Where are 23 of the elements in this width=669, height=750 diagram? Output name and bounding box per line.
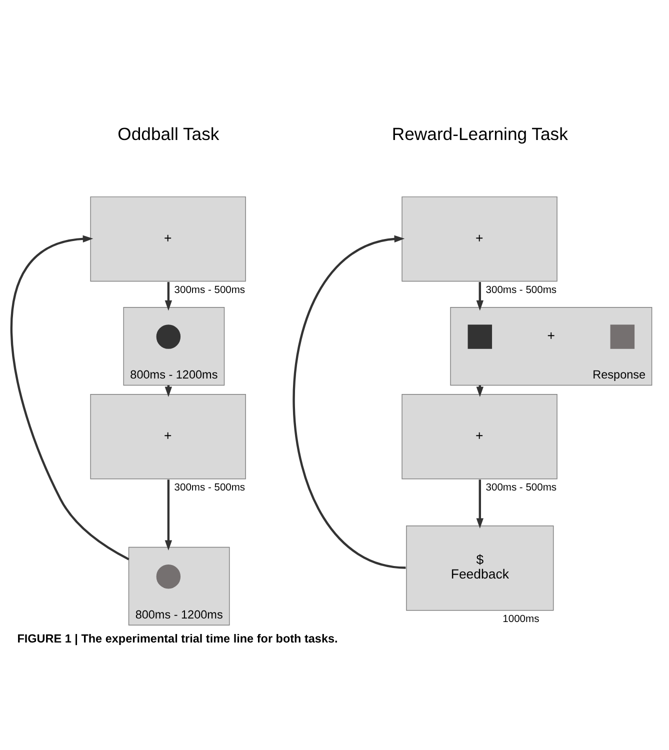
label: Reward-Learning Task bbox=[392, 124, 568, 144]
arrow bbox=[10, 234, 130, 560]
node-label: 300ms - 500ms bbox=[174, 482, 246, 493]
node-label: 1000ms bbox=[502, 613, 540, 624]
cluster bbox=[123, 306, 225, 386]
node-label: 300ms - 500ms bbox=[174, 284, 246, 296]
node-label: 300ms - 500ms bbox=[486, 284, 557, 296]
arrow bbox=[476, 479, 484, 528]
arrow bbox=[292, 234, 406, 568]
node-label: 800ms - 1200ms bbox=[130, 368, 218, 381]
arrow bbox=[164, 282, 172, 310]
arrow bbox=[476, 282, 484, 310]
node-box bbox=[468, 324, 492, 348]
cluster bbox=[128, 546, 230, 625]
node-label: 800ms - 1200ms bbox=[135, 608, 223, 621]
node-circle bbox=[156, 564, 181, 588]
node-label: 300ms - 500ms bbox=[486, 482, 557, 493]
node-text: + bbox=[547, 327, 556, 342]
caption: FIGURE 1 | The experimental trial time line for both tasks. bbox=[17, 632, 338, 646]
arrow bbox=[164, 479, 172, 550]
label: Oddball Task bbox=[118, 124, 220, 144]
node-box bbox=[610, 324, 635, 348]
node-circle bbox=[156, 324, 181, 348]
